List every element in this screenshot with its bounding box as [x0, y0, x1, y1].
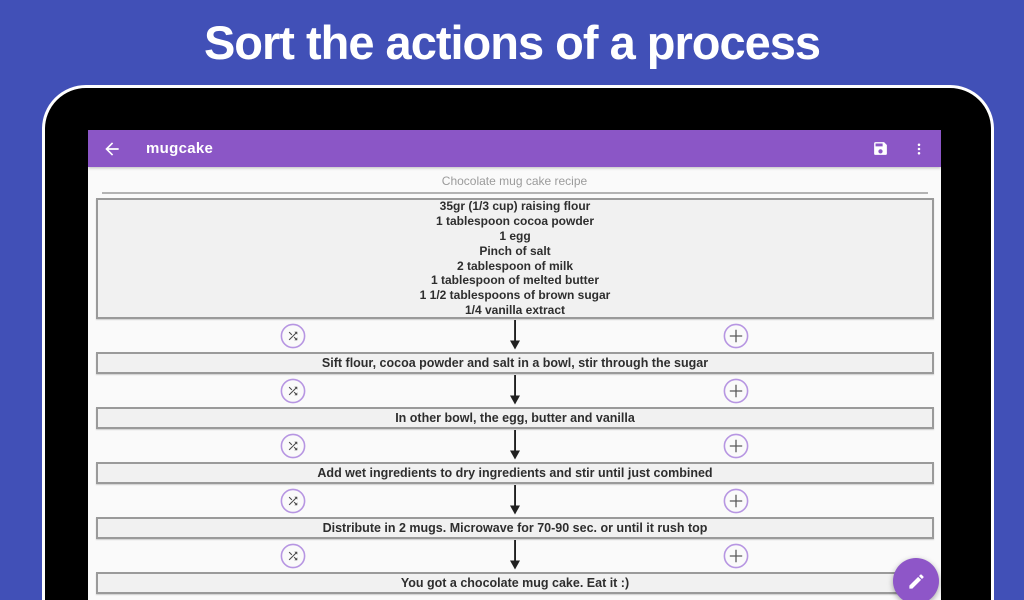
pencil-icon — [908, 573, 924, 589]
step-text: 1 tablespoon of melted butter — [430, 273, 599, 288]
step-text: 1 egg — [499, 228, 531, 243]
step-text: Sift flour, cocoa powder and salt in a b… — [321, 356, 709, 370]
back-icon[interactable] — [102, 139, 122, 159]
shuffle-icon[interactable] — [280, 433, 306, 459]
add-step-icon[interactable] — [723, 323, 749, 349]
step-box[interactable]: Add wet ingredients to dry ingredients a… — [96, 462, 934, 484]
step-box[interactable]: Sift flour, cocoa powder and salt in a b… — [96, 352, 934, 374]
step-text: 1 1/2 tablespoons of brown sugar — [419, 288, 611, 303]
app-title: mugcake — [146, 140, 214, 157]
step-text: In other bowl, the egg, butter and vanil… — [395, 411, 635, 425]
step-text: 35gr (1/3 cup) raising flour — [439, 199, 591, 214]
arrow-down-icon — [508, 430, 522, 465]
edit-fab[interactable] — [893, 558, 939, 600]
arrow-down-icon — [508, 485, 522, 520]
step-text: You got a chocolate mug cake. Eat it :) — [400, 576, 630, 590]
save-icon[interactable] — [872, 140, 889, 157]
step-text: 1/4 vanilla extract — [464, 302, 566, 317]
shuffle-icon[interactable] — [280, 323, 306, 349]
connector-row — [88, 374, 941, 407]
step-box[interactable]: Distribute in 2 mugs. Microwave for 70-9… — [96, 517, 934, 539]
add-step-icon[interactable] — [723, 543, 749, 569]
app-toolbar: mugcake — [88, 130, 941, 167]
add-step-icon[interactable] — [723, 378, 749, 404]
connector-row — [88, 319, 941, 352]
step-text: Pinch of salt — [479, 243, 551, 258]
step-text: 2 tablespoon of milk — [456, 258, 573, 273]
app-screen: mugcake Chocolate mug cake recipe 35gr ( — [88, 130, 941, 600]
banner: Sort the actions of a process — [0, 0, 1024, 84]
arrow-down-icon — [508, 320, 522, 355]
connector-row — [88, 539, 941, 572]
connector-row — [88, 484, 941, 517]
process-name-field[interactable]: Chocolate mug cake recipe — [441, 174, 588, 188]
add-step-icon[interactable] — [723, 488, 749, 514]
connector-row — [88, 429, 941, 462]
step-text: 1 tablespoon cocoa powder — [435, 214, 595, 229]
text-field-underline — [101, 192, 928, 194]
step-box[interactable]: In other bowl, the egg, butter and vanil… — [96, 407, 934, 429]
step-text: Add wet ingredients to dry ingredients a… — [317, 466, 713, 480]
step-text: Distribute in 2 mugs. Microwave for 70-9… — [322, 521, 708, 535]
overflow-menu-icon[interactable] — [911, 141, 927, 157]
shuffle-icon[interactable] — [280, 543, 306, 569]
shuffle-icon[interactable] — [280, 488, 306, 514]
shuffle-icon[interactable] — [280, 378, 306, 404]
page-title: Sort the actions of a process — [203, 15, 821, 69]
arrow-down-icon — [508, 375, 522, 410]
add-step-icon[interactable] — [723, 433, 749, 459]
tablet-frame: mugcake Chocolate mug cake recipe 35gr ( — [42, 85, 994, 600]
arrow-down-icon — [508, 540, 522, 575]
step-box[interactable]: You got a chocolate mug cake. Eat it :) — [96, 572, 934, 594]
